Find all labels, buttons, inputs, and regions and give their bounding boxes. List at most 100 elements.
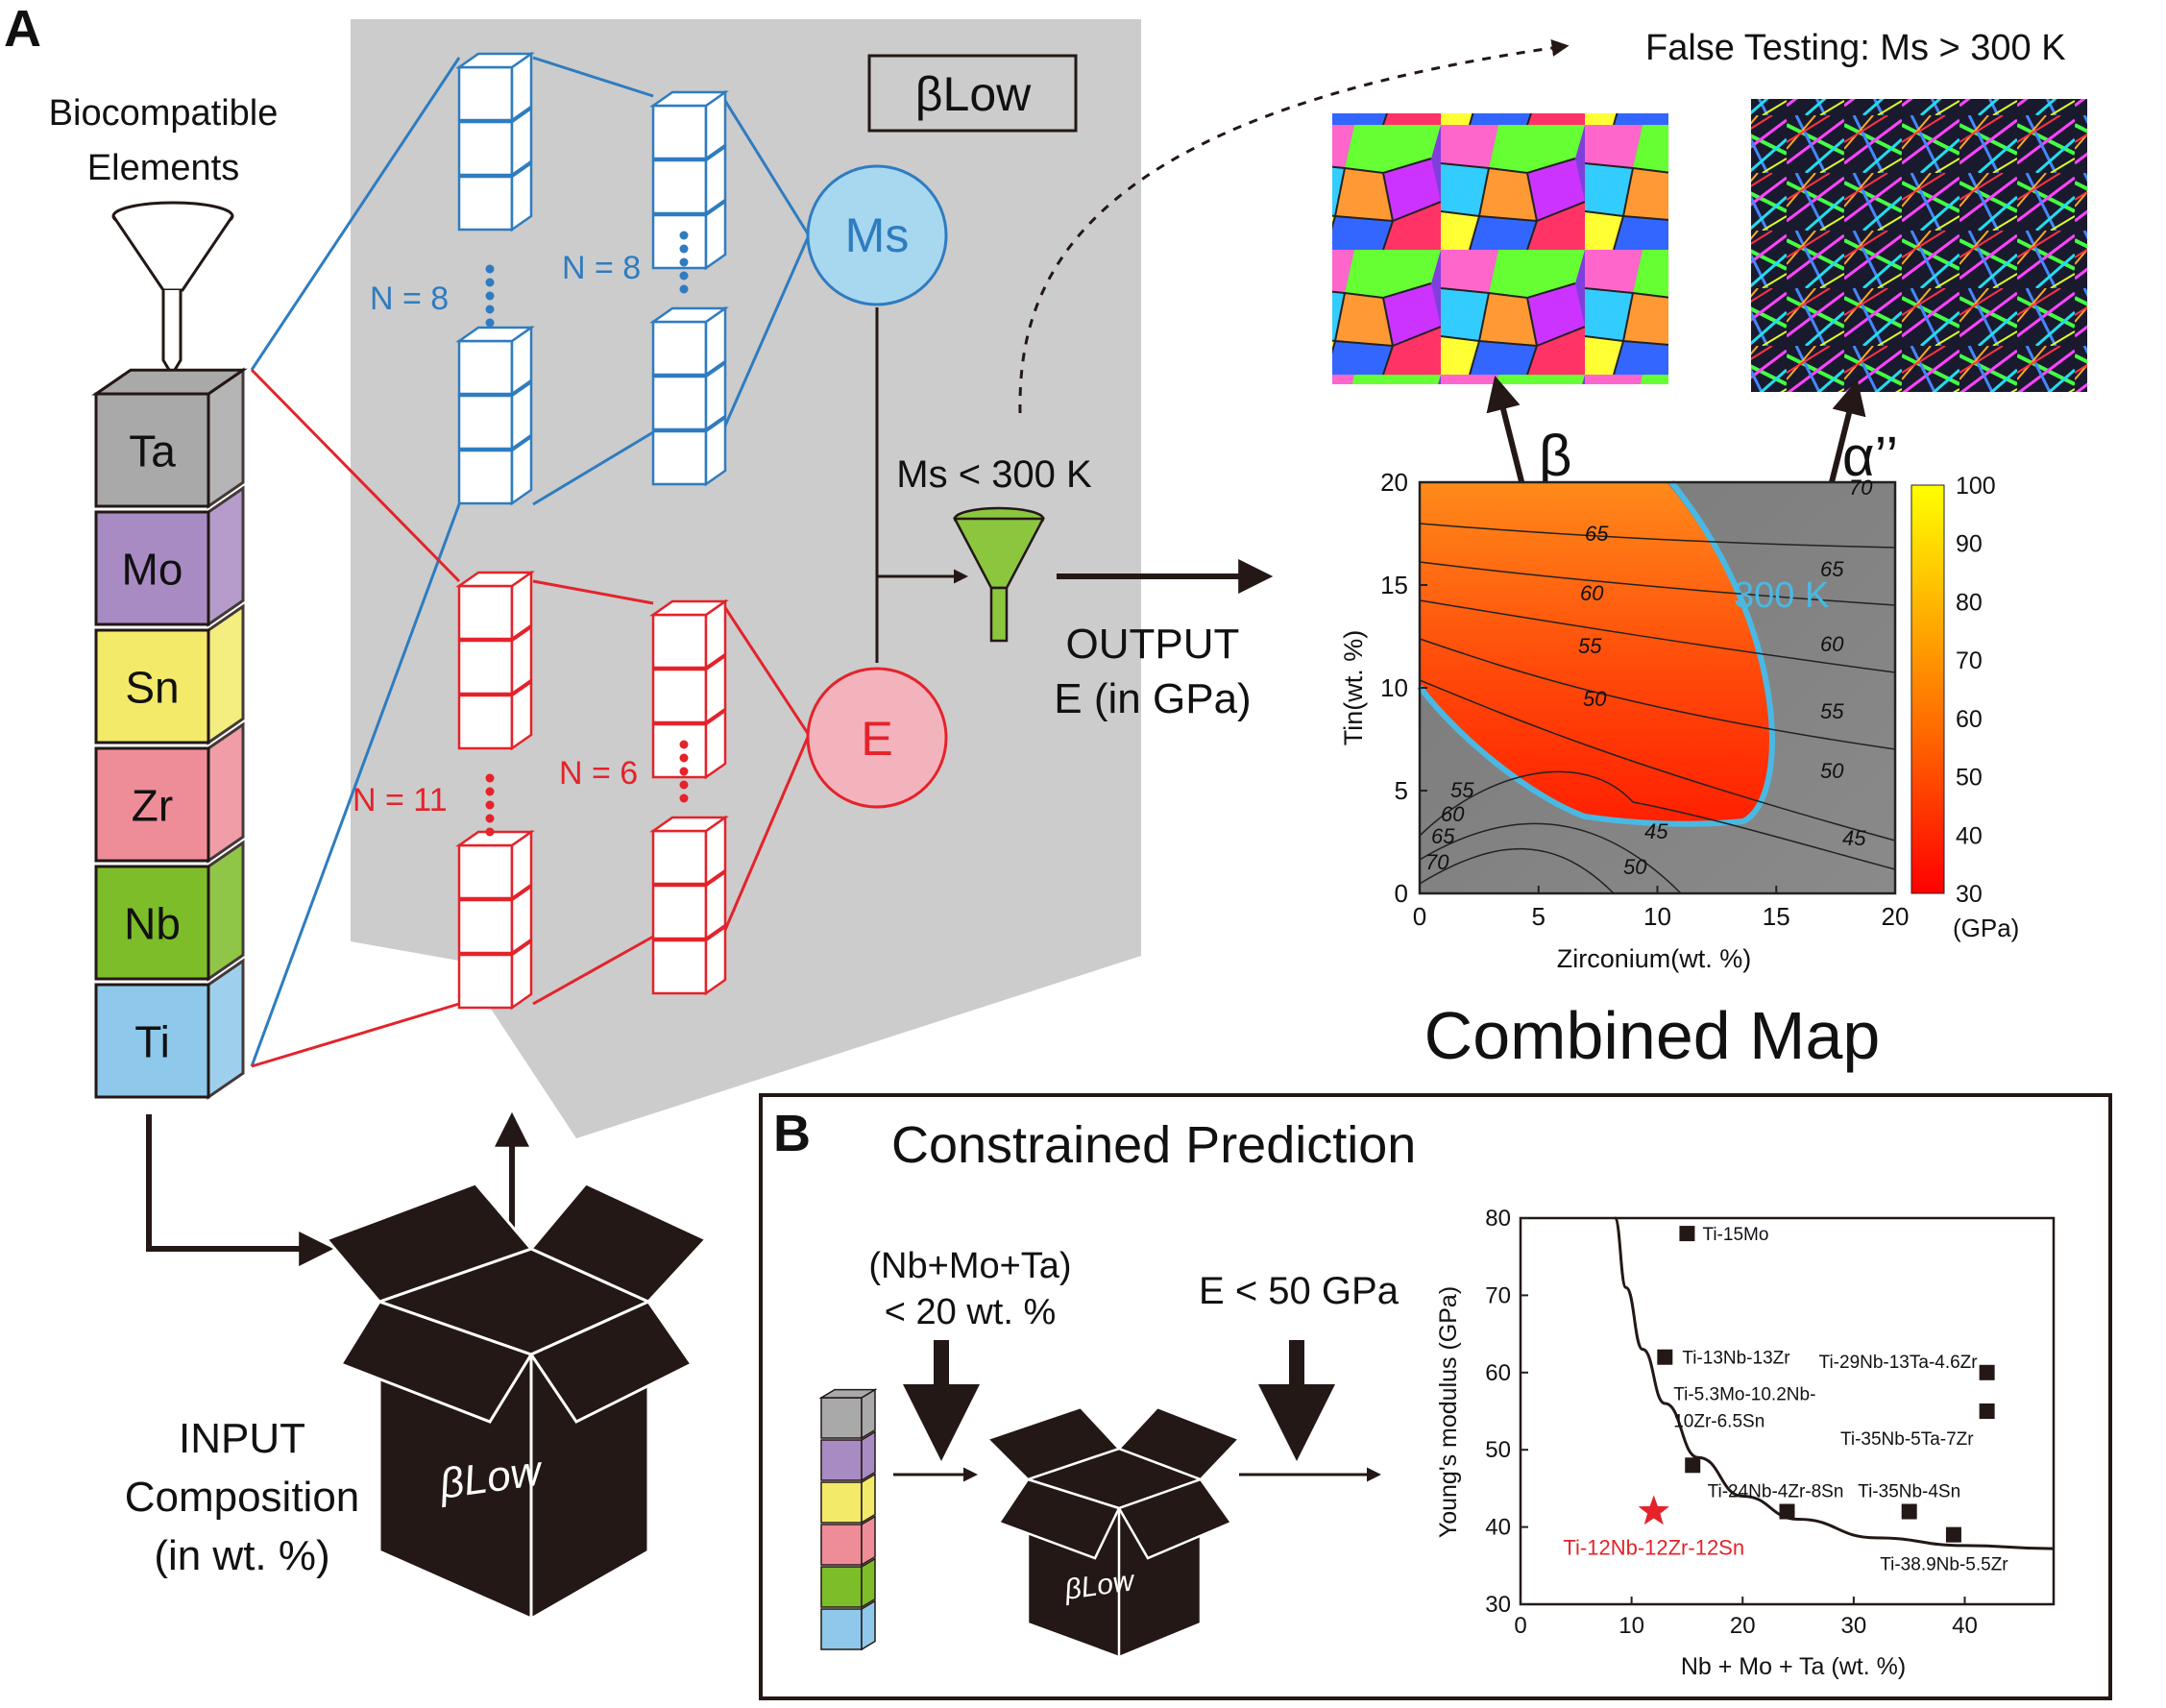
element-block-ti: Ti [94,958,245,1100]
funnel-icon [111,201,234,378]
data-point-label: Ti-5.3Mo-10.2Nb- [1673,1384,1815,1404]
data-point-label: 10Zr-6.5Sn [1673,1411,1764,1431]
map-y-tick-label: 15 [1380,571,1408,599]
combined-map-chart: 65 60 55 50 70 65 60 55 50 45 55 60 65 7… [1339,468,2019,973]
cube-front [457,65,514,122]
false-testing-arrow [1018,39,1570,414]
element-top [91,368,248,396]
cube-top [649,599,729,617]
contour-label: 65 [1431,824,1455,848]
element-side [207,721,245,864]
ellipsis-dot [485,814,495,823]
data-point-label: Ti-35Nb-4Sn [1858,1482,1960,1502]
model-label: βLow [915,67,1032,121]
cube-side [510,884,533,956]
element-symbol: Sn [125,663,179,713]
element-front [94,510,210,626]
panel-b-title: Constrained Prediction [891,1116,1416,1174]
ellipsis-dot [485,773,495,783]
scatter-y-axis-label: Young's modulus (GPa) [1435,1286,1462,1538]
beta-phase-label: β [1539,424,1572,488]
data-point-square [1685,1457,1701,1474]
cube-top [649,816,729,833]
element-block-small-side [861,1473,876,1525]
ellipsis-dot [679,767,689,776]
combined-map-title: Combined Map [1424,998,1881,1073]
scatter-x-tick-label: 40 [1952,1613,1978,1639]
e-layer2-cube [651,653,727,725]
ms-layer1-size: N = 8 [370,281,449,317]
boundary-label: 300 K [1734,575,1829,616]
data-point-label: Ti-35Nb-5Ta-7Zr [1840,1429,1974,1450]
e-layer1-cube [457,939,533,1011]
scatter-y-tick-label: 30 [1485,1592,1511,1618]
cube-side [704,869,727,941]
element-block-small [820,1439,863,1481]
cube-side [704,199,727,271]
element-front [94,865,210,981]
scatter-plot-frame [1519,1216,2056,1606]
data-point-label: Ti-15Mo [1702,1225,1768,1245]
map-x-tick-label: 0 [1413,902,1426,931]
layer-ellipsis-dots [485,231,689,837]
colorbar [1910,484,1945,894]
input-arrow [146,1114,334,1266]
ellipsis-dot [679,257,689,267]
map-x-tick-label: 10 [1643,902,1671,931]
e-node-label: E [861,712,892,766]
element-block-mo: Mo [94,485,245,627]
alpha-phase-label: α’’ [1842,426,1898,488]
cube-side [704,360,727,432]
ms-layer2-cube [651,144,727,216]
element-block-small-side [861,1557,876,1609]
element-symbol: Mo [122,545,183,595]
pareto-curve [1613,1216,2055,1550]
map-x-tick-label: 5 [1532,902,1545,931]
e-layer1-cube [457,624,533,696]
cube-front [457,953,514,1010]
cube-side [704,653,727,725]
element-block-nb: Nb [94,840,245,982]
contour-label: 55 [1450,778,1474,802]
beta-microstructure-image [1332,113,1668,384]
ms-node-label: Ms [845,208,910,262]
output-unit-label: E (in GPa) [1054,675,1251,722]
cube-front [651,939,708,995]
element-block-small-side [861,1599,876,1651]
contour-label: 55 [1578,634,1602,658]
elements-label: Elements [87,148,239,188]
e-node [806,667,948,809]
cube-side [704,144,727,216]
element-block-small [820,1481,863,1524]
cube-front [651,613,708,670]
element-block-sn: Sn [94,603,245,745]
e-layer1-size: N = 11 [353,782,448,818]
cube-side [704,415,727,487]
cube-side [510,939,533,1011]
colorbar-tick-label: 70 [1956,647,1983,674]
scatter-x-axis-label: Nb + Mo + Ta (wt. %) [1681,1653,1906,1680]
highlight-label: Ti-12Nb-12Zr-12Sn [1563,1536,1744,1560]
ms-layer2-cube [651,360,727,432]
scatter-x-tick-label: 20 [1730,1613,1756,1639]
constraint-composition-line2: < 20 wt. % [885,1292,1056,1332]
map-y-tick-label: 0 [1395,879,1408,908]
e-layer-link-bottom [532,935,654,1006]
element-side [207,603,245,745]
e-layer-link-top [532,579,654,605]
map-y-tick-label: 10 [1380,673,1408,702]
e-layer2-cube [651,924,727,996]
cube-front [457,584,514,641]
colorbar-tick-label: 60 [1956,706,1983,733]
ms-layer1-cube [455,325,535,397]
contour-label: 60 [1441,802,1465,826]
scatter-y-tick-label: 40 [1485,1515,1511,1541]
input-label: INPUT [179,1415,305,1462]
element-block-small [820,1608,863,1650]
contour-label: 50 [1583,687,1607,711]
ms-layer1-cube [457,379,533,451]
